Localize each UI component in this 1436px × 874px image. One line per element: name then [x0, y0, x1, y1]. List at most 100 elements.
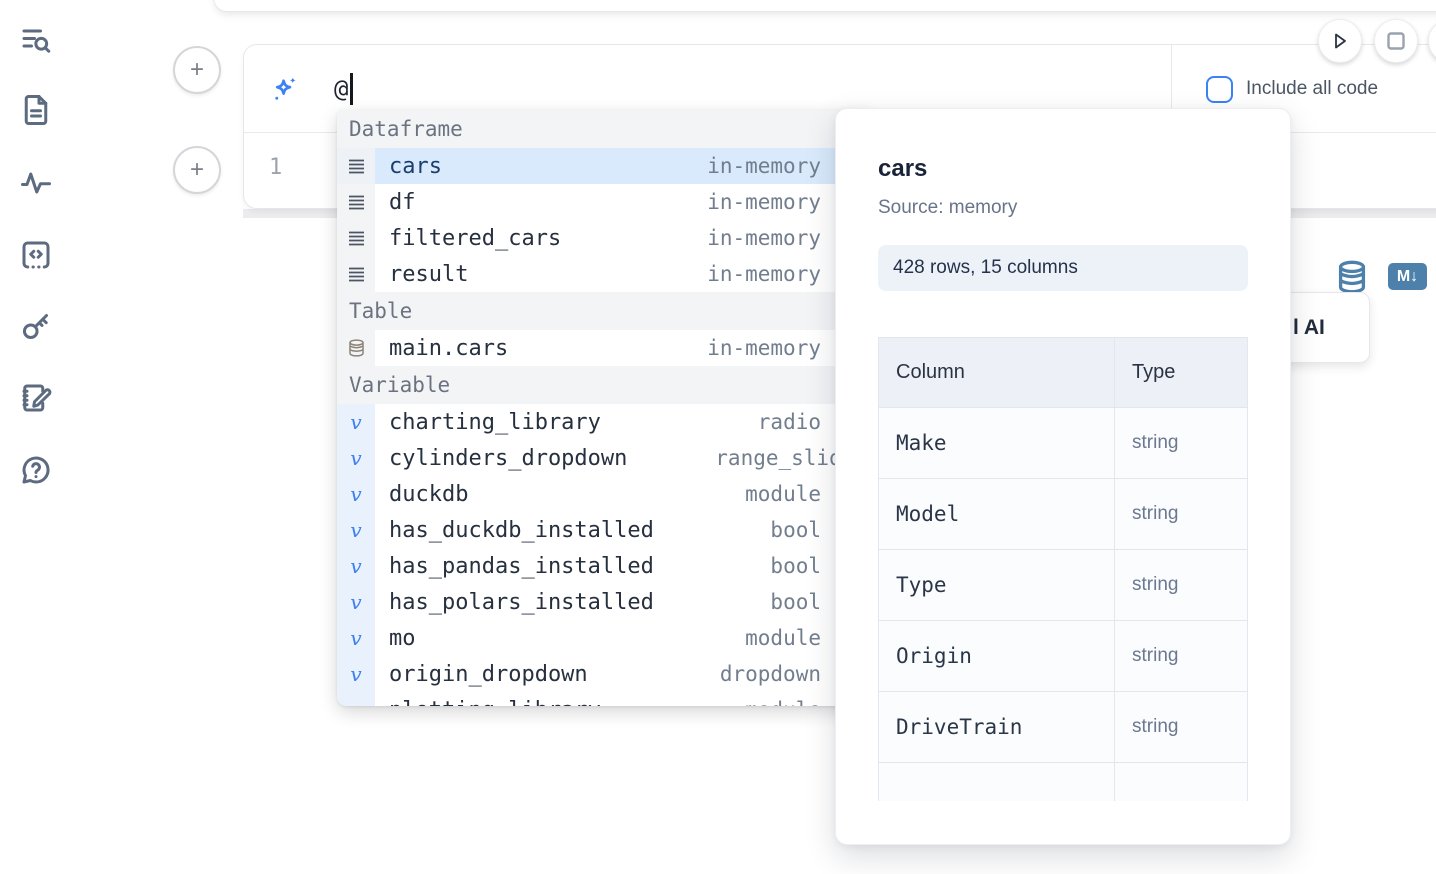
- autocomplete-item-filtered-cars[interactable]: filtered_cars in-memory: [337, 220, 869, 256]
- item-name: filtered_cars: [389, 225, 562, 251]
- dataframe-icon: [337, 256, 375, 292]
- item-name: cylinders_dropdown: [389, 445, 628, 471]
- autocomplete-item-df[interactable]: df in-memory: [337, 184, 869, 220]
- item-name: cars: [389, 153, 442, 179]
- add-cell-below-button[interactable]: +: [173, 146, 221, 194]
- column-name: [878, 762, 1115, 801]
- ai-sparkle-icon: [268, 73, 302, 107]
- schema-row-drivetrain: DriveTrain string: [878, 691, 1248, 763]
- item-type: in-memory: [707, 190, 821, 214]
- autocomplete-item-cylinders-dropdown[interactable]: v cylinders_dropdown range_slider: [337, 440, 869, 476]
- item-type: module: [745, 626, 821, 650]
- autocomplete-item-has-pandas-installed[interactable]: v has_pandas_installed bool: [337, 548, 869, 584]
- item-name: df: [389, 189, 416, 215]
- schema-row-type: Type string: [878, 549, 1248, 621]
- item-name: origin_dropdown: [389, 661, 588, 687]
- key-icon[interactable]: [18, 308, 54, 344]
- schema-table: Column Type Make string Model string Typ…: [878, 337, 1248, 801]
- item-name: main.cars: [389, 335, 509, 361]
- stop-icon: [1387, 32, 1405, 50]
- autocomplete-item-origin-dropdown[interactable]: v origin_dropdown dropdown: [337, 656, 869, 692]
- include-all-code-checkbox[interactable]: [1206, 75, 1233, 103]
- item-type: in-memory: [707, 336, 821, 360]
- code-snippets-icon[interactable]: [18, 237, 54, 273]
- popup-title: cars: [878, 155, 928, 182]
- item-type: bool: [770, 554, 821, 578]
- autocomplete-item-has-polars-installed[interactable]: v has_polars_installed bool: [337, 584, 869, 620]
- schema-row-clipped: [878, 762, 1248, 801]
- column-name: Model: [878, 478, 1115, 550]
- markdown-toggle-icon[interactable]: M↓: [1388, 263, 1427, 290]
- run-cell-button[interactable]: [1318, 19, 1362, 63]
- item-type: bool: [770, 518, 821, 542]
- autocomplete-item-has-duckdb-installed[interactable]: v has_duckdb_installed bool: [337, 512, 869, 548]
- sidebar: [0, 0, 72, 874]
- column-type: string: [1114, 407, 1248, 479]
- popup-source: Source: memory: [878, 197, 1018, 218]
- variable-icon: v: [337, 656, 375, 692]
- column-type: [1114, 762, 1248, 801]
- dataframe-icon: [337, 184, 375, 220]
- prompt-options: Include all code: [1171, 45, 1436, 133]
- item-type: in-memory: [707, 226, 821, 250]
- schema-row-model: Model string: [878, 478, 1248, 550]
- schema-row-origin: Origin string: [878, 620, 1248, 692]
- column-name: Make: [878, 407, 1115, 479]
- variable-icon: v: [337, 404, 375, 440]
- dataframe-details-popup: cars Source: memory 428 rows, 15 columns…: [835, 108, 1291, 845]
- column-type: string: [1114, 478, 1248, 550]
- item-name: has_duckdb_installed: [389, 517, 654, 543]
- item-name: charting_library: [389, 409, 601, 435]
- item-type: dropdown: [719, 662, 821, 686]
- stop-cell-button[interactable]: [1374, 19, 1418, 63]
- autocomplete-item-charting-library[interactable]: v charting_library radio: [337, 404, 869, 440]
- help-icon[interactable]: [18, 452, 54, 488]
- dataframe-icon: [337, 220, 375, 256]
- file-icon[interactable]: [18, 92, 54, 128]
- schema-header-row: Column Type: [878, 337, 1248, 408]
- item-type: radio: [757, 410, 821, 434]
- database-toolbar-icon[interactable]: [1333, 258, 1371, 296]
- dataframe-icon: [337, 148, 375, 184]
- play-icon: [1335, 33, 1346, 49]
- item-name: mo: [389, 625, 416, 651]
- variable-icon: v: [337, 584, 375, 620]
- autocomplete-item-result[interactable]: result in-memory: [337, 256, 869, 292]
- add-cell-above-button[interactable]: +: [173, 46, 221, 94]
- autocomplete-item-main-cars[interactable]: main.cars in-memory: [337, 330, 869, 366]
- schema-header-column: Column: [878, 337, 1115, 408]
- section-header-dataframe: Dataframe: [337, 110, 869, 148]
- item-name: has_pandas_installed: [389, 553, 654, 579]
- item-name: result: [389, 261, 469, 287]
- line-number: 1: [269, 155, 283, 180]
- code-editor-row[interactable]: 1 M↓: [244, 133, 1436, 294]
- schema-table-wrapper: Column Type Make string Model string Typ…: [878, 337, 1248, 801]
- autocomplete-item-clipped[interactable]: v plotting_library module: [337, 692, 869, 706]
- schema-row-make: Make string: [878, 407, 1248, 479]
- ai-prompt-input[interactable]: @: [334, 75, 349, 103]
- section-header-variable: Variable: [337, 366, 869, 404]
- item-type: in-memory: [707, 154, 821, 178]
- activity-icon[interactable]: [18, 165, 54, 201]
- toc-search-icon[interactable]: [18, 22, 54, 58]
- previous-cell-edge: [213, 0, 1436, 12]
- variable-icon: v: [337, 620, 375, 656]
- autocomplete-item-duckdb[interactable]: v duckdb module: [337, 476, 869, 512]
- item-type: module: [745, 482, 821, 506]
- autocomplete-dropdown: Dataframe cars in-memory df in-memory fi…: [337, 110, 869, 706]
- autocomplete-item-mo[interactable]: v mo module: [337, 620, 869, 656]
- database-icon: [337, 330, 375, 366]
- autocomplete-item-cars[interactable]: cars in-memory: [337, 148, 869, 184]
- variable-icon: v: [337, 476, 375, 512]
- scratchpad-icon[interactable]: [18, 380, 54, 416]
- variable-icon: v: [337, 512, 375, 548]
- item-name: duckdb: [389, 481, 469, 507]
- schema-header-type: Type: [1114, 337, 1248, 408]
- column-type: string: [1114, 549, 1248, 621]
- variable-icon: v: [337, 548, 375, 584]
- shape-badge: 428 rows, 15 columns: [878, 245, 1248, 291]
- variable-icon: v: [337, 440, 375, 476]
- column-name: DriveTrain: [878, 691, 1115, 763]
- ai-button-label: l AI: [1293, 316, 1325, 339]
